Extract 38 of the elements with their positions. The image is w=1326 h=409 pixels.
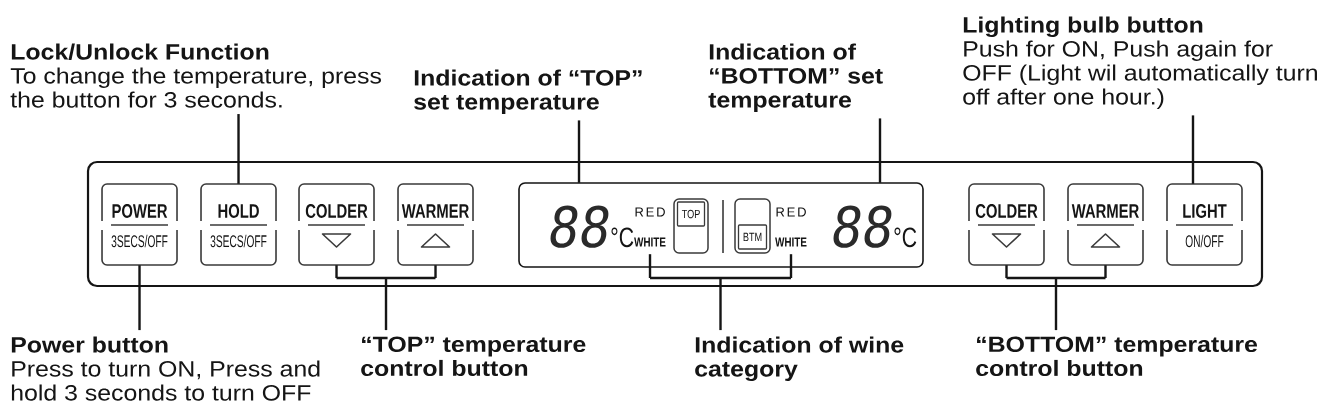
callout-heading: Lock/Unlock Function — [11, 43, 269, 60]
shelf-indicator: BTM — [734, 198, 771, 254]
temperature-digits: 88 — [550, 205, 609, 248]
wine-type-label: RED — [776, 207, 806, 217]
control-panel — [86, 160, 1264, 288]
control-button: HOLD 3SECS/OFF — [200, 183, 277, 266]
callout-label: Indication of wine category — [695, 336, 904, 382]
bracket-leader — [335, 265, 437, 331]
display-window — [518, 182, 924, 268]
callout-text: Press to turn ON, Press and hold 3 seconds to turn OFF — [11, 360, 320, 401]
callout-label: Indication of “BOTTOM” set temperature — [708, 43, 883, 112]
callout-text: To change the temperature, press the button for 3 seconds. — [10, 67, 381, 108]
callout-heading: Lighting bulb button — [963, 16, 1203, 38]
callout-text: Push for ON, Push again for OFF (Light wil automatically turn off after one hour.) — [963, 40, 1317, 109]
control-button: COLDER — [298, 183, 375, 266]
wine-type-label: WHITE — [634, 237, 666, 247]
control-button: LIGHT ON/OFF — [1166, 183, 1243, 266]
leader-line — [1191, 115, 1195, 184]
unit-label: °C — [894, 227, 917, 248]
control-button: COLDER — [968, 183, 1045, 266]
callout-label: “TOP” temperature control button — [361, 336, 586, 377]
temperature-digits: 88 — [833, 205, 892, 248]
callout-heading: Power button — [11, 336, 168, 353]
bracket-leader — [1005, 265, 1107, 331]
leader-line — [878, 118, 882, 183]
control-button: POWER 3SECS/OFF — [101, 183, 178, 266]
unit-label: °C — [611, 227, 634, 248]
callout-label: “BOTTOM” temperature control button — [976, 336, 1257, 377]
wine-type-label: RED — [635, 207, 665, 217]
control-button: WARMER — [1067, 183, 1144, 266]
callout-label: Indication of “TOP” set temperature — [414, 69, 642, 114]
leader-line — [237, 114, 240, 184]
shelf-indicator: TOP — [673, 198, 709, 254]
wine-type-label: WHITE — [775, 237, 807, 247]
control-button: WARMER — [397, 183, 474, 266]
leader-line — [138, 265, 141, 331]
bracket-leader — [648, 254, 793, 331]
leader-line — [577, 120, 581, 183]
